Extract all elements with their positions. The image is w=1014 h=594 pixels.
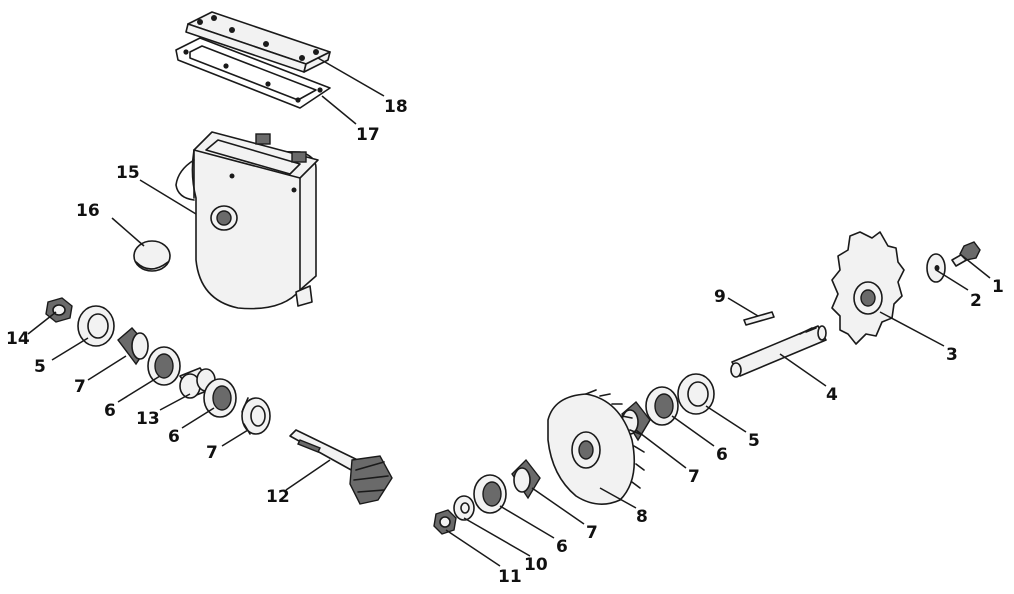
leader-18 <box>317 57 385 97</box>
part-key <box>743 311 775 326</box>
leader-6a <box>117 375 161 403</box>
callout-10: 10 <box>524 555 548 575</box>
leader-7a <box>87 355 127 381</box>
leader-6c <box>671 415 715 447</box>
callout-13: 13 <box>136 409 160 429</box>
part-bearing-cup-right <box>677 373 715 415</box>
part-ring-gear <box>547 389 645 505</box>
callout-3: 3 <box>946 345 958 365</box>
callout-16: 16 <box>76 201 100 221</box>
leader-5a <box>51 337 89 361</box>
callout-6d: 6 <box>556 537 568 557</box>
callout-17: 17 <box>356 125 380 145</box>
part-bearing-cone-left-lower <box>241 397 271 435</box>
part-bearing-cup-right-lower <box>473 474 507 514</box>
part-nut-lower <box>433 509 457 535</box>
leader-7b <box>221 429 249 447</box>
part-sprocket <box>831 231 905 345</box>
callout-8: 8 <box>636 507 648 527</box>
leader-9 <box>727 297 759 317</box>
leader-6d <box>499 505 555 539</box>
callout-15: 15 <box>116 163 140 183</box>
part-bearing-cup-left <box>77 305 115 347</box>
callout-9: 9 <box>714 287 726 307</box>
callout-14: 14 <box>6 329 30 349</box>
callout-labels: 1 2 3 4 5 5 6 6 6 6 7 7 7 7 8 9 10 11 12… <box>6 97 1004 587</box>
leader-17 <box>321 95 357 125</box>
callout-6b: 6 <box>168 427 180 447</box>
part-bolt <box>951 241 981 267</box>
leader-lines <box>27 57 991 567</box>
callout-2: 2 <box>970 291 982 311</box>
leader-11 <box>445 529 501 567</box>
part-bearing-cup-left-upper <box>147 346 181 386</box>
part-washer-lower <box>453 495 475 521</box>
leader-16 <box>111 217 145 247</box>
callout-7a: 7 <box>74 377 86 397</box>
callout-5b: 5 <box>748 431 760 451</box>
callout-6c: 6 <box>716 445 728 465</box>
callout-7c: 7 <box>688 467 700 487</box>
callout-5a: 5 <box>34 357 46 377</box>
part-cover-plate <box>185 11 331 73</box>
leader-7c <box>635 429 687 469</box>
leader-4 <box>779 353 827 387</box>
part-washer <box>926 253 946 283</box>
leader-8 <box>599 487 637 509</box>
part-gear-case <box>175 131 319 310</box>
part-bearing-cone-right-lower <box>511 458 541 500</box>
callout-1: 1 <box>992 277 1004 297</box>
part-bearing-cone-left-upper <box>117 327 149 366</box>
callout-7b: 7 <box>206 443 218 463</box>
part-bearing-cup-left-lower <box>203 378 237 418</box>
callout-6a: 6 <box>104 401 116 421</box>
callout-7d: 7 <box>586 523 598 543</box>
leader-2 <box>935 269 969 291</box>
part-cap-plug <box>133 240 171 272</box>
callout-11: 11 <box>498 567 522 587</box>
leader-12 <box>285 459 331 491</box>
part-gasket <box>175 37 331 109</box>
leader-14 <box>27 311 57 335</box>
part-nut-left <box>45 297 73 323</box>
callout-12: 12 <box>266 487 290 507</box>
part-bearing-cup-right-upper <box>645 386 679 426</box>
part-pinion-shaft <box>289 429 393 505</box>
leader-7d <box>531 487 585 525</box>
part-output-shaft <box>730 325 827 378</box>
leader-3 <box>879 311 945 347</box>
leader-1 <box>959 253 991 279</box>
leader-10 <box>463 517 531 557</box>
leader-5b <box>705 405 747 433</box>
leader-6b <box>181 407 215 429</box>
leader-15 <box>139 179 197 215</box>
callout-18: 18 <box>384 97 408 117</box>
callout-4: 4 <box>826 385 838 405</box>
leader-13 <box>159 393 191 411</box>
